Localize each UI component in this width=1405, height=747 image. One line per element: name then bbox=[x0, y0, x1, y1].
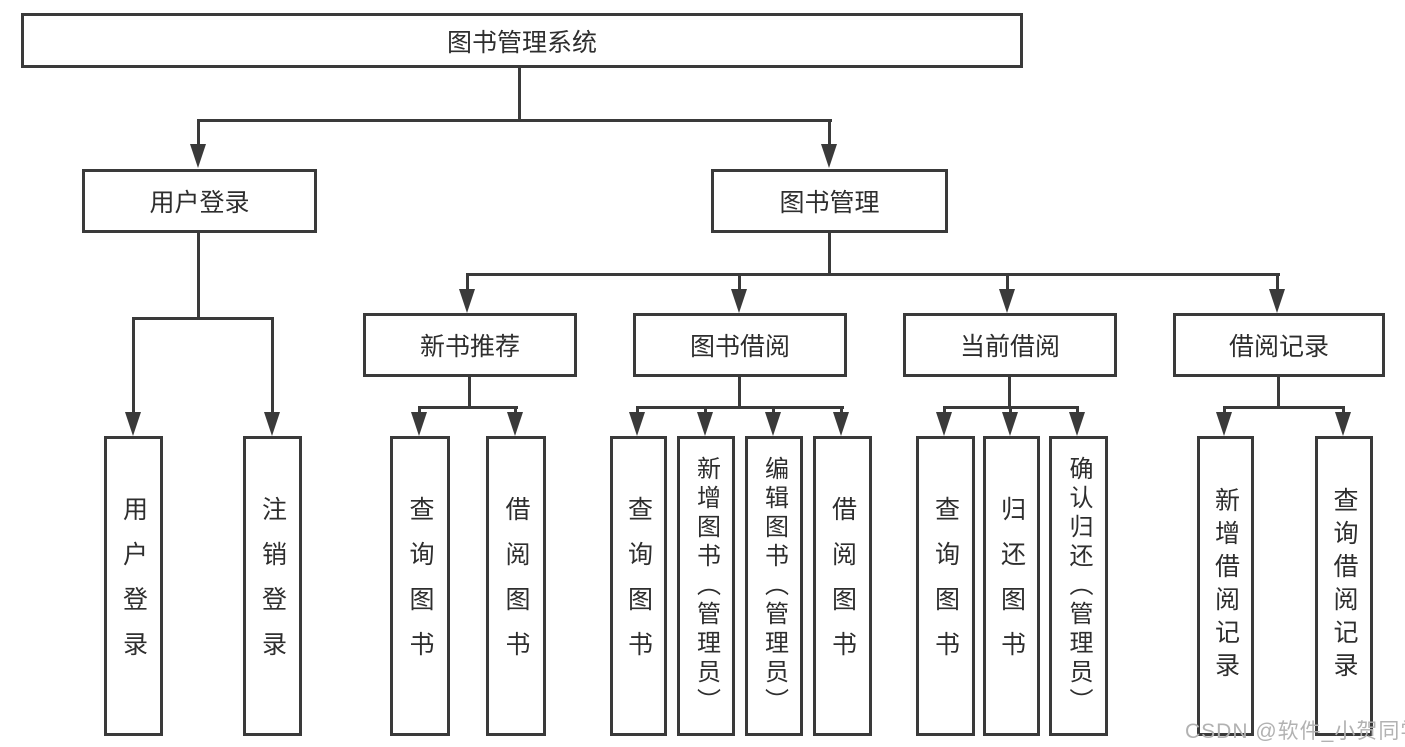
edge-to-recommend bbox=[466, 273, 469, 293]
leaf-user-login: 用户登录 bbox=[104, 436, 163, 736]
edge-to-user-login bbox=[197, 119, 200, 149]
arrowhead-bor-edit bbox=[765, 412, 781, 436]
node-new-book-recommend-label: 新书推荐 bbox=[419, 333, 520, 361]
leaf-borrow-query-books: 查询图书 bbox=[610, 436, 667, 736]
csdn-watermark: CSDN @软件_小贺同学 bbox=[1185, 720, 1405, 743]
arrowhead-bor-query bbox=[629, 412, 645, 436]
edge-to-leaf-logout bbox=[271, 317, 274, 415]
edge-to-leaf-user-login bbox=[132, 317, 135, 415]
node-current-borrowing-label: 当前借阅 bbox=[959, 333, 1060, 361]
leaf-records-query-record: 查询借阅记录 bbox=[1315, 436, 1373, 736]
edge-records-stub bbox=[1277, 377, 1280, 408]
leaf-borrow-borrow-books-label: 借阅图书 bbox=[828, 496, 857, 676]
edge-to-current bbox=[1006, 273, 1009, 293]
arrowhead-cur-confirm bbox=[1069, 412, 1085, 436]
arrowhead-recd-add bbox=[1216, 412, 1232, 436]
arrowhead-recommend bbox=[459, 289, 475, 313]
edge-login-stub bbox=[197, 233, 200, 320]
arrowhead-current bbox=[999, 289, 1015, 313]
edge-records-rail bbox=[1223, 406, 1345, 409]
leaf-recommend-borrow-books-label: 借阅图书 bbox=[502, 496, 530, 676]
leaf-logout-label: 注销登录 bbox=[258, 496, 287, 676]
node-book-borrowing-label: 图书借阅 bbox=[689, 333, 790, 361]
leaf-current-confirm-return-admin-label: 确认归还（管理员） bbox=[1065, 455, 1092, 717]
leaf-recommend-query-books-label: 查询图书 bbox=[406, 496, 434, 676]
node-book-management-label: 图书管理 bbox=[779, 189, 880, 217]
leaf-records-add-record: 新增借阅记录 bbox=[1197, 436, 1254, 736]
arrowhead-leaf-logout bbox=[264, 412, 280, 436]
edge-level3-rail bbox=[466, 273, 1280, 276]
leaf-current-return-books-label: 归还图书 bbox=[997, 496, 1026, 676]
leaf-logout: 注销登录 bbox=[243, 436, 302, 736]
edge-to-borrow bbox=[738, 273, 741, 293]
arrowhead-rec-borrow bbox=[507, 412, 523, 436]
arrowhead-borrow bbox=[731, 289, 747, 313]
leaf-recommend-borrow-books: 借阅图书 bbox=[486, 436, 546, 736]
leaf-recommend-query-books: 查询图书 bbox=[390, 436, 450, 736]
node-current-borrowing: 当前借阅 bbox=[903, 313, 1117, 377]
leaf-current-confirm-return-admin: 确认归还（管理员） bbox=[1049, 436, 1108, 736]
arrowhead-bor-add bbox=[697, 412, 713, 436]
leaf-borrow-edit-books-admin: 编辑图书（管理员） bbox=[745, 436, 803, 736]
leaf-current-query-books: 查询图书 bbox=[916, 436, 975, 736]
arrowhead-book-management bbox=[821, 144, 837, 168]
leaf-borrow-add-books-admin-label: 新增图书（管理员） bbox=[692, 455, 720, 717]
arrowhead-rec-query bbox=[411, 412, 427, 436]
node-book-management: 图书管理 bbox=[711, 169, 948, 233]
node-user-login: 用户登录 bbox=[82, 169, 317, 233]
leaf-records-add-record-label: 新增借阅记录 bbox=[1211, 487, 1240, 685]
edge-recommend-rail bbox=[418, 406, 518, 409]
arrowhead-bor-borrow bbox=[833, 412, 849, 436]
leaf-current-return-books: 归还图书 bbox=[983, 436, 1040, 736]
edge-login-rail bbox=[132, 317, 274, 320]
node-borrowing-records-label: 借阅记录 bbox=[1228, 333, 1329, 361]
edge-to-book-management bbox=[828, 119, 831, 149]
edge-management-stub bbox=[828, 233, 831, 276]
node-book-borrowing: 图书借阅 bbox=[633, 313, 847, 377]
arrowhead-user-login bbox=[190, 144, 206, 168]
edge-borrow-rail bbox=[636, 406, 844, 409]
node-user-login-label: 用户登录 bbox=[149, 189, 250, 217]
edge-to-records bbox=[1276, 273, 1279, 293]
leaf-current-query-books-label: 查询图书 bbox=[931, 496, 960, 676]
edge-borrow-stub bbox=[738, 377, 741, 408]
edge-current-stub bbox=[1008, 377, 1011, 408]
leaf-borrow-borrow-books: 借阅图书 bbox=[813, 436, 872, 736]
node-root: 图书管理系统 bbox=[21, 13, 1023, 68]
arrowhead-records bbox=[1269, 289, 1285, 313]
arrowhead-cur-return bbox=[1002, 412, 1018, 436]
node-new-book-recommend: 新书推荐 bbox=[363, 313, 577, 377]
edge-root-stub bbox=[518, 68, 521, 121]
leaf-borrow-add-books-admin: 新增图书（管理员） bbox=[677, 436, 735, 736]
node-borrowing-records: 借阅记录 bbox=[1173, 313, 1385, 377]
arrowhead-leaf-user-login bbox=[125, 412, 141, 436]
arrowhead-cur-query bbox=[936, 412, 952, 436]
edge-recommend-stub bbox=[468, 377, 471, 408]
edge-level2-rail bbox=[198, 119, 832, 122]
leaf-borrow-edit-books-admin-label: 编辑图书（管理员） bbox=[760, 455, 788, 717]
leaf-borrow-query-books-label: 查询图书 bbox=[624, 496, 653, 676]
arrowhead-recd-query bbox=[1335, 412, 1351, 436]
leaf-user-login-label: 用户登录 bbox=[119, 496, 148, 676]
node-root-label: 图书管理系统 bbox=[446, 28, 597, 57]
leaf-records-query-record-label: 查询借阅记录 bbox=[1330, 487, 1358, 685]
